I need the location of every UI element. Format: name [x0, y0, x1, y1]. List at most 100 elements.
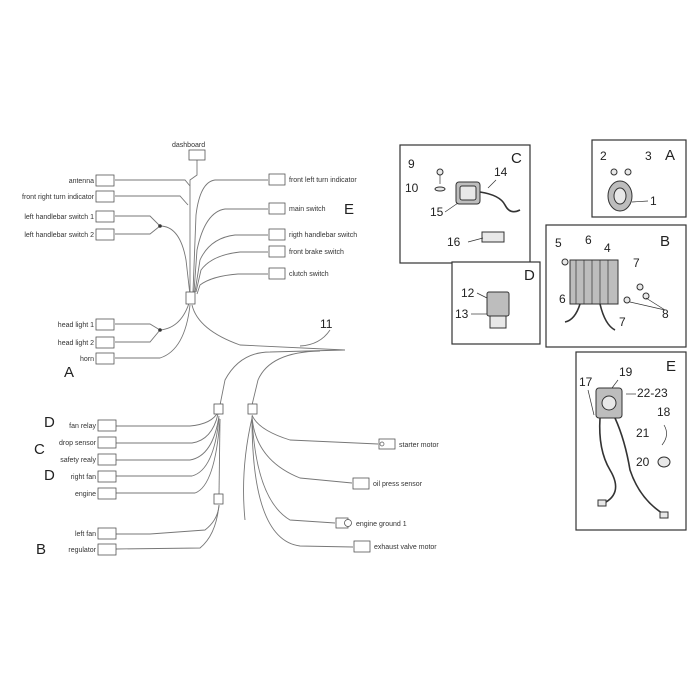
right-fan-connector: [97, 470, 117, 483]
group-letter-drop-sensor: C: [34, 441, 45, 458]
part-number: 3: [645, 149, 652, 163]
part-number: 8: [662, 307, 669, 321]
panel-c: C 9 10 14 15 16: [399, 144, 531, 264]
safety-relay-label: safety realy: [60, 457, 96, 464]
left-handlebar-switch-1-label: left handlebar switch 1: [24, 214, 94, 221]
dashboard-label: dashboard: [172, 142, 205, 149]
horn-connector: [95, 352, 115, 365]
part-number: 6: [559, 292, 566, 306]
dashboard-connector: [188, 149, 206, 161]
left-fan-connector: [97, 527, 117, 540]
oil-press-sensor-label: oil press sensor: [373, 481, 423, 488]
left-handlebar-switch-2-connector: [95, 228, 115, 241]
part-number: 14: [494, 165, 508, 179]
front-brake-switch-connector: [268, 245, 286, 258]
clutch-switch-connector: [268, 267, 286, 280]
part-number: 20: [636, 455, 650, 469]
part-number: 12: [461, 286, 475, 300]
part-number: 2: [600, 149, 607, 163]
lower-junction-left: [213, 403, 224, 415]
main-harness-number: 11: [320, 317, 333, 331]
oil-press-sensor-connector: [352, 477, 370, 490]
engine-connector: [97, 487, 117, 500]
part-number: 19: [619, 365, 633, 379]
left-upper-connectors: antenna front right turn indicator left …: [22, 174, 115, 365]
regulator-icon: [569, 259, 619, 305]
part-number: 10: [405, 181, 419, 195]
front-right-turn-indicator-connector: [95, 190, 115, 203]
front-left-turn-indicator-label: front left turn indicator: [289, 177, 357, 184]
clutch-switch-label: clutch switch: [289, 271, 329, 278]
group-letter-fan-relay: D: [44, 414, 55, 431]
left-fan-label: left fan: [75, 531, 96, 538]
front-right-turn-indicator-label: front right turn indicator: [22, 194, 95, 201]
antenna-connector: [95, 174, 115, 187]
starter-motor-label: starter motor: [399, 442, 439, 449]
horn-label: horn: [80, 356, 94, 363]
right-fan-label: right fan: [71, 474, 96, 481]
front-brake-switch-label: front brake switch: [289, 249, 344, 256]
panel-a-letter: A: [665, 147, 675, 164]
group-letter-right-fan: D: [44, 467, 55, 484]
group-letter-horn: A: [64, 364, 74, 381]
engine-label: engine: [75, 491, 96, 498]
part-number: 6: [585, 233, 592, 247]
harness-wires: [115, 160, 379, 550]
exhaust-valve-motor-label: exhaust valve motor: [374, 544, 437, 551]
splice-dot: [158, 328, 162, 332]
part-number: 5: [555, 236, 562, 250]
panel-c-letter: C: [511, 150, 522, 167]
head-light-2-label: head light 2: [58, 340, 94, 347]
head-light-1-connector: [95, 318, 115, 331]
part-number: 16: [447, 235, 461, 249]
part-number: 7: [619, 315, 626, 329]
part-number: 21: [636, 426, 650, 440]
lower-left-connectors: fan relay drop sensor safety realy right…: [59, 419, 117, 556]
head-light-1-label: head light 1: [58, 322, 94, 329]
lower-right-connectors: starter motor oil press sensor engine gr…: [335, 438, 439, 553]
part-number: 9: [408, 157, 415, 171]
left-handlebar-switch-1-connector: [95, 210, 115, 223]
panel-b: B 5 6 4 7 6 7 8: [545, 224, 687, 348]
front-left-turn-indicator-connector: [268, 173, 286, 186]
main-switch-label: main switch: [289, 206, 326, 213]
panel-a: A 2 3 1: [591, 139, 687, 218]
drop-sensor-connector: [97, 436, 117, 449]
group-letter-regulator: B: [36, 541, 46, 558]
lower-junction-right: [247, 403, 258, 415]
exhaust-valve-motor-connector: [353, 540, 371, 553]
upper-junction: [185, 291, 196, 305]
part-number: 17: [579, 375, 593, 389]
panel-d-letter: D: [524, 267, 535, 284]
fan-relay-icon: [486, 291, 510, 317]
fan-relay-connector: [97, 419, 117, 432]
group-letter-main-switch: E: [344, 201, 354, 218]
clip-icon: [481, 231, 505, 243]
panel-d: D 12 13: [451, 261, 541, 345]
part-number: 4: [604, 241, 611, 255]
part-number: 15: [430, 205, 444, 219]
regulator-connector: [97, 543, 117, 556]
part-number: 7: [633, 256, 640, 270]
antenna-label: antenna: [69, 178, 94, 185]
right-handlebar-switch-label: rigth handlebar switch: [289, 232, 357, 239]
splice-dot: [158, 224, 162, 228]
part-number: 1: [650, 194, 657, 208]
regulator-label: regulator: [68, 547, 96, 554]
part-number: 22-23: [637, 386, 668, 400]
panel-e-letter: E: [666, 358, 676, 375]
safety-relay-connector: [97, 453, 117, 466]
fan-relay-label: fan relay: [69, 423, 96, 430]
head-light-2-connector: [95, 336, 115, 349]
drop-sensor-label: drop sensor: [59, 440, 97, 447]
right-upper-connectors: front left turn indicator main switch ri…: [268, 173, 357, 280]
main-switch-connector: [268, 202, 286, 215]
engine-ground-1-label: engine ground 1: [356, 521, 407, 528]
panel-b-letter: B: [660, 233, 670, 250]
left-handlebar-switch-2-label: left handlebar switch 2: [24, 232, 94, 239]
part-number: 13: [455, 307, 469, 321]
starter-motor-connector: [378, 438, 396, 450]
part-number: 18: [657, 405, 671, 419]
right-handlebar-switch-connector: [268, 228, 286, 241]
